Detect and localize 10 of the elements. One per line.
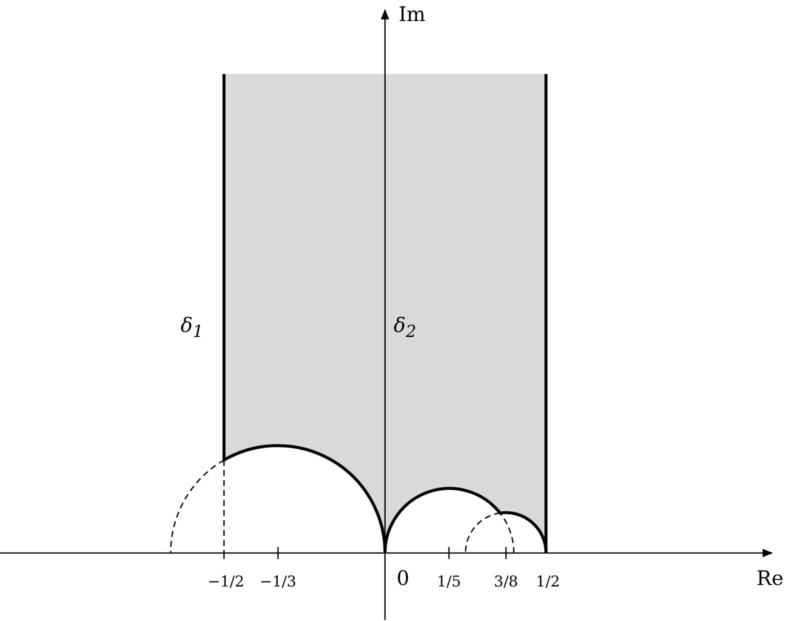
tick-label: 1/2 [536, 574, 560, 590]
axis-label: Re [756, 568, 784, 588]
tick-label: 3/8 [494, 574, 518, 590]
tick-label: 0 [396, 568, 410, 588]
tick-label: −1/3 [260, 574, 296, 590]
tick-label: −1/2 [208, 574, 244, 590]
tick-label: 1/5 [436, 574, 462, 590]
curve-label: δ$_{1}$ [180, 315, 204, 341]
axis-label: Im [398, 4, 426, 24]
curve-label: δ$_{2}$ [394, 315, 416, 341]
